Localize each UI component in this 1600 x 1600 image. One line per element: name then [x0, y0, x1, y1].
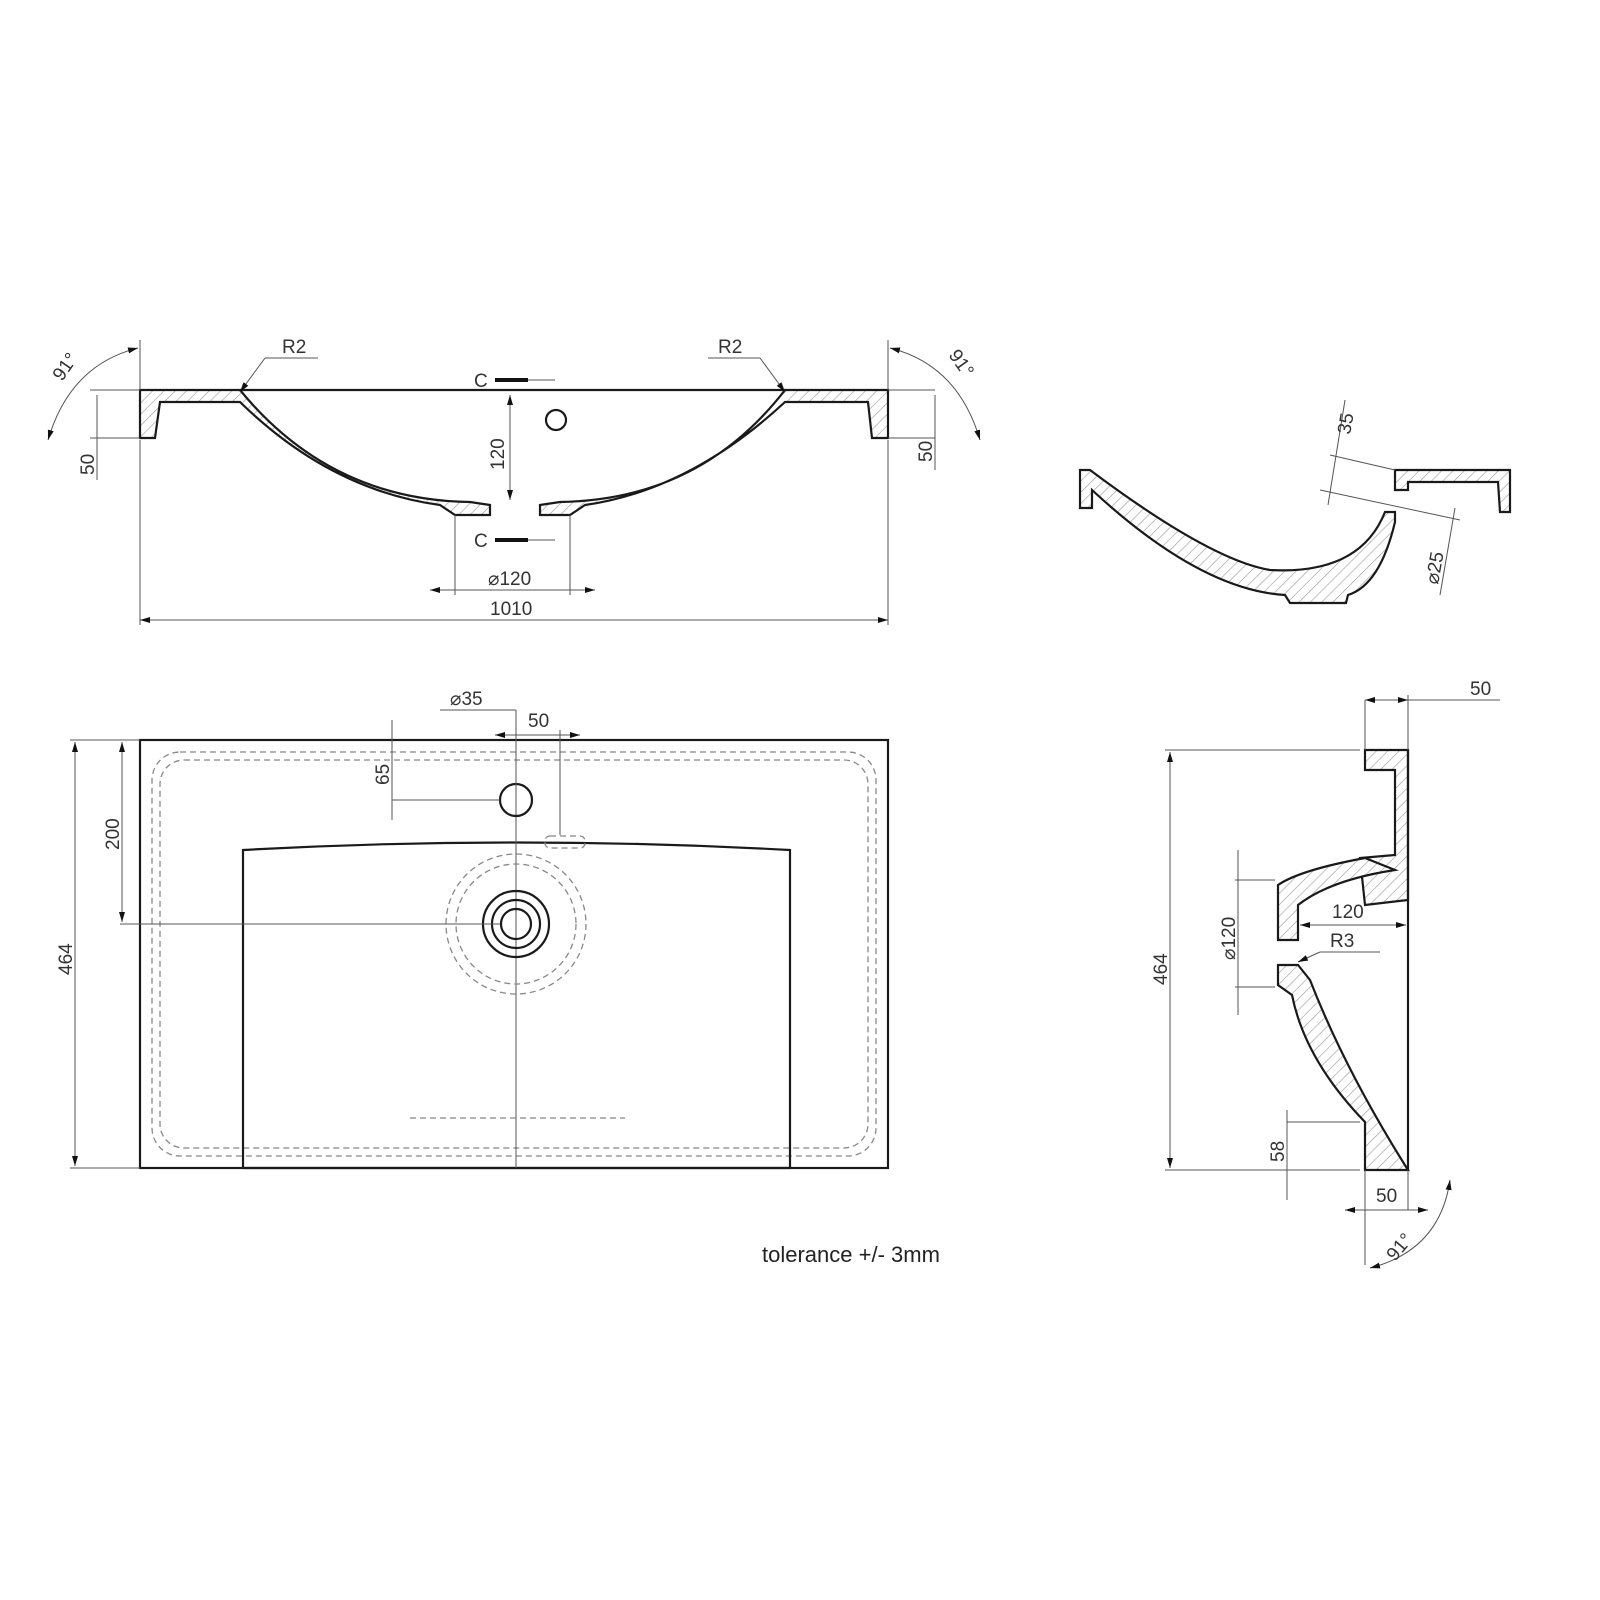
- drain-diameter-label: ⌀120: [1219, 917, 1240, 960]
- rim-width-top-label: 50: [1470, 679, 1491, 700]
- basin-section-left: [138, 388, 492, 517]
- angle-right-label: 91°: [944, 346, 978, 382]
- basin-depth-label: 120: [488, 438, 509, 470]
- tolerance-note: tolerance +/- 3mm: [762, 1242, 940, 1267]
- tap-hole: [544, 408, 568, 432]
- tap-offset-label: 50: [528, 711, 549, 732]
- tap-hole-offset-label: 35: [1334, 411, 1358, 435]
- basin-section-right: [538, 388, 890, 517]
- front-height-label: 58: [1268, 1141, 1289, 1162]
- overall-depth-label: 464: [1151, 953, 1172, 985]
- outer-outline: [138, 738, 890, 1170]
- overall-depth-label: 464: [56, 943, 77, 975]
- side-profile-back: [1358, 748, 1410, 907]
- drain-diameter-label: ⌀120: [488, 569, 531, 590]
- side-profile-drain: [1276, 856, 1400, 942]
- drain-from-back-label: 200: [103, 818, 124, 850]
- tap-from-back-label: 65: [373, 764, 394, 785]
- rim-width-bottom-label: 50: [1376, 1186, 1397, 1207]
- radius-left-label: R2: [282, 337, 306, 358]
- section-view: 35 ⌀25: [1078, 399, 1512, 605]
- side-profile-front: [1276, 963, 1410, 1172]
- section-marker-top: C: [474, 371, 488, 392]
- rim-height-right-label: 50: [916, 441, 937, 462]
- tap-hole-diameter-label: ⌀35: [450, 689, 483, 710]
- angle-label: 91°: [1383, 1230, 1418, 1266]
- radius-right-label: R2: [718, 337, 742, 358]
- overflow-diameter-label: ⌀25: [1422, 550, 1448, 586]
- inner-rim-hidden: [151, 751, 877, 1157]
- radius-label: R3: [1330, 931, 1354, 952]
- drain-depth-label: 120: [1332, 902, 1364, 923]
- top-view: 464 200 65 50 ⌀35: [56, 689, 890, 1170]
- overall-width-label: 1010: [490, 599, 532, 620]
- side-view: 50 464 ⌀120 120 R3 58 50 91°: [1151, 679, 1500, 1269]
- section-marker-bottom: C: [474, 531, 488, 552]
- rim-height-left-label: 50: [78, 454, 99, 475]
- section-profile-front: [1078, 468, 1397, 605]
- section-profile-back: [1393, 468, 1512, 514]
- overflow: [544, 835, 586, 849]
- angle-left-label: 91°: [49, 349, 83, 385]
- front-view: 120 C C ⌀120 1010 50 50 91° 91° R2 R2: [47, 337, 981, 625]
